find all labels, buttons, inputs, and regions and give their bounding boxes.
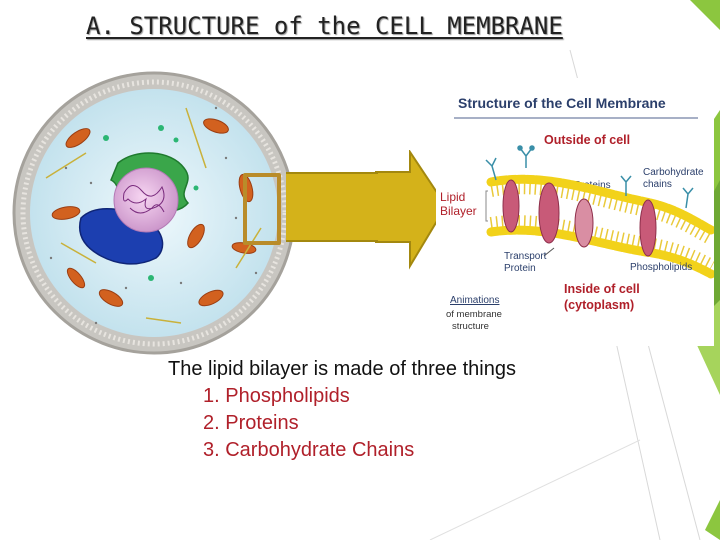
page-title: A. STRUCTURE of the CELL MEMBRANE [86,12,563,40]
animations-link-2: of membrane [446,309,502,320]
bilayer-heads-top [486,174,714,235]
mitochondrion [203,118,229,134]
animations-link[interactable]: Animations [450,295,499,306]
mitochondrion [65,128,91,148]
carbohydrate-chain [485,157,497,181]
ribosome [49,256,53,260]
chromatin [123,185,165,210]
mitochondrion [198,289,224,307]
mitochondrion [66,267,86,289]
vesicle [193,185,199,191]
cytoskeleton-fiber [60,242,97,264]
inside-of-cell-label-1: Inside of cell [564,282,640,296]
ribosome [224,156,228,160]
outside-of-cell-label: Outside of cell [544,133,630,147]
vesicle [148,275,154,281]
inside-of-cell-label-2: (cytoplasm) [564,298,634,312]
list-item: 3. Carbohydrate Chains [203,439,415,461]
bilayer-text-block: The lipid bilayer is made of three thing… [168,356,516,464]
phospholipids-diagram-label: Phospholipids [630,262,692,273]
transport-label-2: Protein [504,263,536,274]
mitochondrion [51,206,81,220]
ribosome [89,181,93,185]
phospholipid-bilayer [486,174,714,279]
protein-shape [574,198,594,248]
cytoskeleton-fiber [185,107,207,169]
vesicle [103,135,109,141]
carbohydrate-chain [682,187,694,209]
corner-triangle-top [690,0,720,30]
intro-line: The lipid bilayer is made of three thing… [168,358,516,380]
ribosome [124,286,128,290]
mitochondrion [98,289,124,307]
list-item: 1. Phospholipids [203,385,350,407]
cytoskeleton-fiber [145,317,182,324]
chromatin [129,204,165,214]
carbohydrate-chain [517,145,523,151]
ribosome [179,281,183,285]
cytoskeleton-fiber [45,152,87,179]
animations-link-3: structure [452,321,489,332]
corner-triangle-bottom [705,500,720,540]
lipid-label-1: Lipid [440,190,465,204]
zoom-highlight-box [243,173,281,245]
carbohydrate-label-2: chains [643,179,672,190]
protein-shape [639,199,657,257]
carbohydrate-chain [620,175,632,196]
ribosome [254,271,258,275]
ribosome [64,166,68,170]
lipid-bracket [485,190,488,222]
lipid-label-2: Bilayer [440,204,477,218]
diagram-title: Structure of the Cell Membrane [458,95,666,111]
arrow-icon [375,150,448,270]
transport-label-1: Transport [504,251,547,262]
ribosome [214,106,218,110]
list-item: 2. Proteins [203,412,299,434]
bilayer-tails-bottom [489,215,714,276]
arrow-stem [286,172,378,242]
ribosome [94,321,98,325]
mitochondrion [187,223,205,249]
transport-pointer [543,247,555,257]
vesicle [173,137,179,143]
protein-shape [502,179,520,233]
cytoskeleton-fiber [235,227,262,269]
protein-shape [538,182,560,244]
cell-membrane-ring [20,79,288,347]
carbohydrate-label-1: Carbohydrate [643,167,704,178]
vesicle [158,125,164,131]
ribosome [234,216,238,220]
deco-line [429,439,641,540]
bilayer-heads-bottom [486,225,714,279]
membrane-diagram: Structure of the Cell Membrane Outside o… [436,78,714,346]
carbohydrate-chain [529,145,535,151]
